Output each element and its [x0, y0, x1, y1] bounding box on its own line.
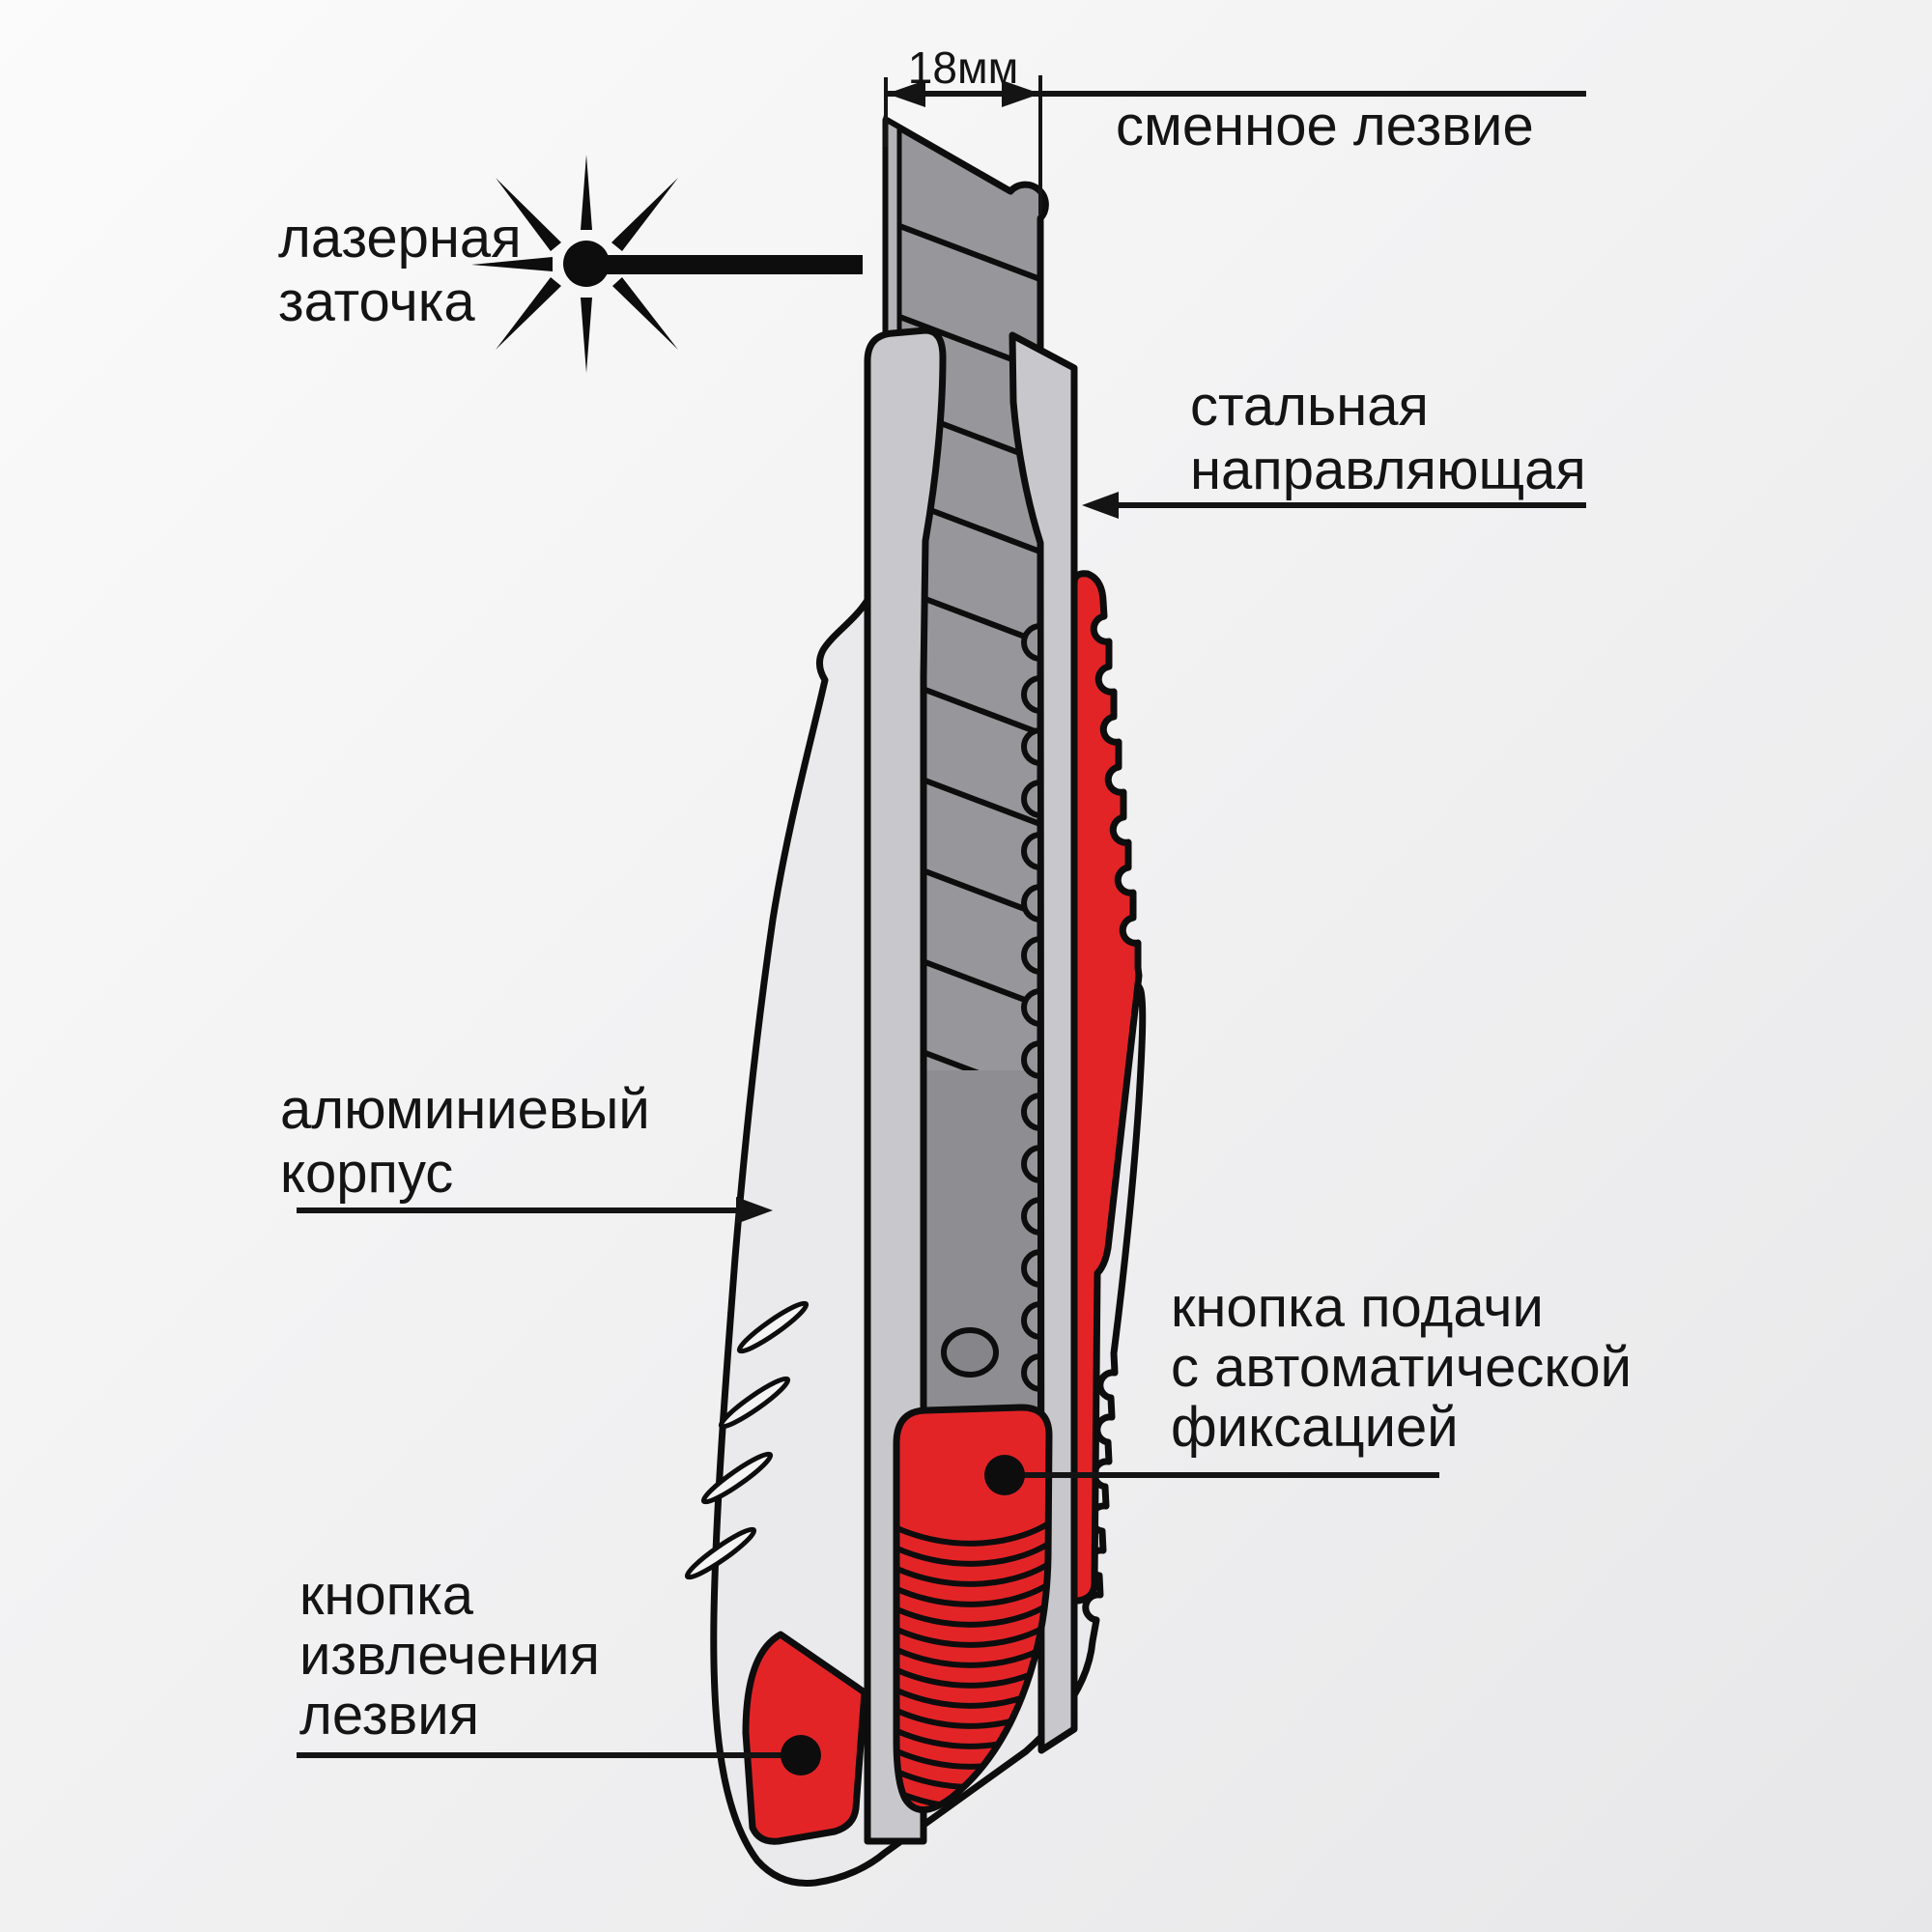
svg-text:извлечения: извлечения: [299, 1624, 600, 1687]
dimension-text: 18мм: [908, 43, 1018, 93]
label-blade-text: сменное лезвие: [1116, 95, 1534, 157]
steel-guide-left: [864, 327, 947, 1845]
leader-feed-dot: [984, 1455, 1025, 1495]
grip-slash: [736, 1300, 810, 1354]
label-eject-button: кнопка извлечения лезвия: [297, 1564, 821, 1776]
laser-starburst-icon: [471, 155, 863, 373]
svg-text:стальная: стальная: [1190, 375, 1429, 438]
svg-text:лезвия: лезвия: [299, 1684, 479, 1747]
svg-text:кнопка: кнопка: [299, 1564, 474, 1627]
grip-slashes: [684, 1300, 810, 1580]
rubber-grip: [1070, 570, 1143, 1605]
svg-text:корпус: корпус: [280, 1142, 453, 1205]
label-blade: сменное лезвие: [1116, 95, 1534, 157]
ratchet-teeth: [1021, 622, 1043, 1408]
grip-slash: [700, 1451, 774, 1505]
label-laser: лазерная заточка: [278, 207, 522, 333]
label-feed-button: кнопка подачи с автоматической фиксацией: [984, 1276, 1632, 1495]
blade-facet: [883, 115, 902, 337]
dim-arrow-right: [1002, 80, 1040, 107]
steel-guide: [864, 327, 1078, 1845]
leader-eject-dot: [781, 1735, 821, 1776]
dim-arrow-left: [887, 80, 925, 107]
dimension-18mm: 18мм: [884, 43, 1586, 214]
grip-slash: [684, 1526, 757, 1580]
svg-text:алюминиевый: алюминиевый: [280, 1078, 650, 1141]
svg-text:фиксацией: фиксацией: [1171, 1396, 1459, 1459]
svg-text:заточка: заточка: [278, 270, 475, 333]
svg-text:с автоматической: с автоматической: [1171, 1336, 1632, 1399]
label-guide: стальная направляющая: [1082, 375, 1586, 519]
laser-pointer-bar: [591, 255, 863, 274]
pivot: [941, 1327, 999, 1378]
feed-slider-button: [893, 1404, 1053, 1813]
leader-body-arrowhead: [736, 1197, 773, 1224]
grip-slash: [718, 1376, 791, 1430]
svg-text:лазерная: лазерная: [278, 207, 522, 270]
label-body: алюминиевый корпус: [280, 1078, 773, 1224]
leader-guide-arrowhead: [1082, 492, 1119, 519]
svg-text:направляющая: направляющая: [1190, 439, 1586, 501]
svg-text:кнопка подачи: кнопка подачи: [1171, 1276, 1544, 1339]
